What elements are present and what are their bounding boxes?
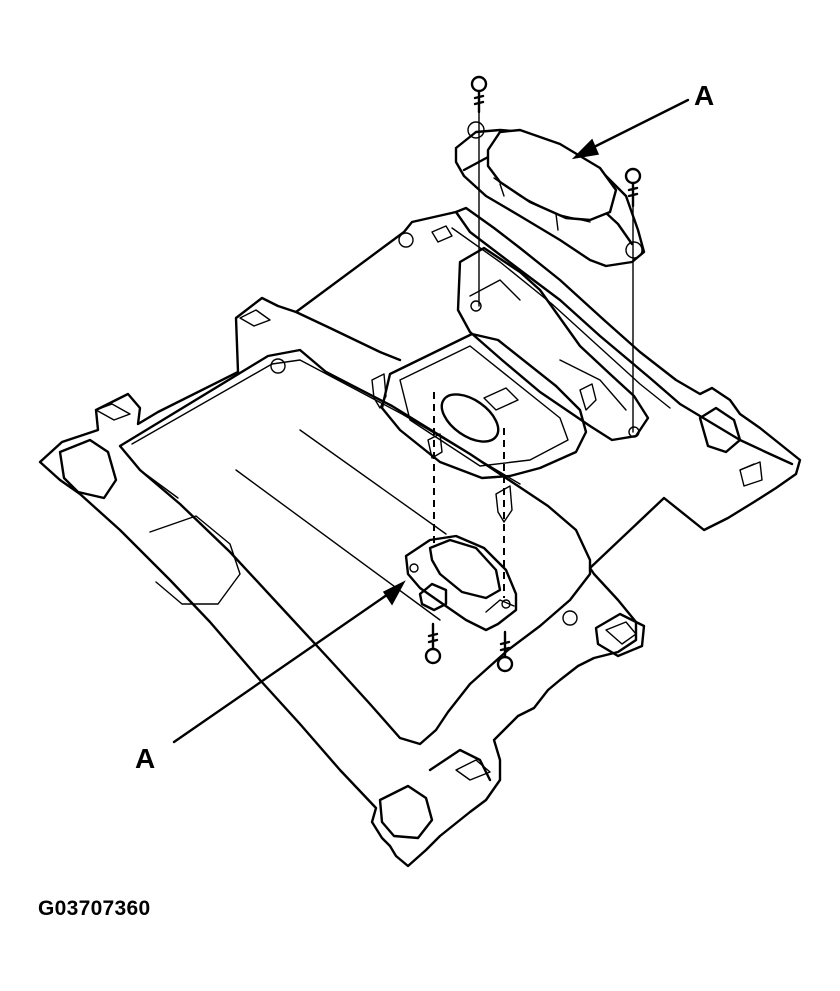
leader-arrow-bottom — [172, 580, 406, 744]
lower-light-unit — [404, 534, 518, 632]
leader-arrow-top — [571, 98, 690, 160]
screw-icon — [496, 630, 514, 673]
mounting-tray — [38, 206, 802, 868]
screw-icon — [424, 622, 442, 665]
callout-label-a-top: A — [694, 80, 715, 111]
upper-light-unit — [454, 121, 646, 268]
screw-icon — [624, 167, 642, 208]
callout-label-a-bottom: A — [135, 743, 156, 774]
screw-icon — [470, 75, 488, 114]
figure-id: G03707360 — [38, 897, 151, 920]
